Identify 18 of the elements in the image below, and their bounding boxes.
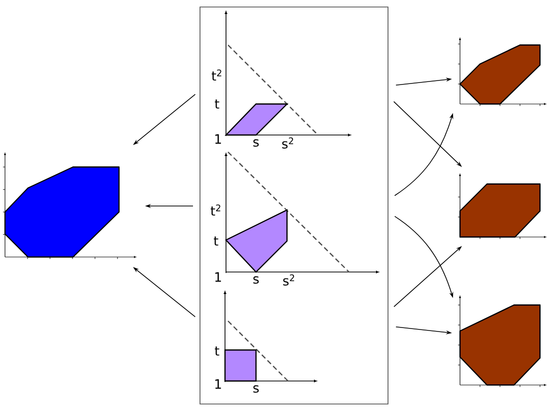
axis-label: 1 <box>215 134 221 144</box>
axis-label: 1 <box>215 379 221 389</box>
panel-frame <box>200 6 388 404</box>
axis-label: t <box>214 346 220 356</box>
axis-label: s$^{2}$ <box>282 137 294 149</box>
axis-label: 1 <box>215 272 221 282</box>
graph-drawing <box>2 152 136 260</box>
axis-label: s <box>253 276 259 284</box>
graph-drawing <box>458 296 546 388</box>
axis-label: t$^{2}$ <box>210 204 220 216</box>
axis-label: s <box>253 139 259 147</box>
axis-label: t <box>214 99 220 109</box>
axis-label: s <box>253 385 259 393</box>
axis-label: t$^{2}$ <box>212 69 222 81</box>
axis-label: t <box>214 236 218 246</box>
graph-drawing <box>458 174 546 240</box>
axis-label: s$^{2}$ <box>283 274 294 286</box>
graph-drawing <box>458 38 546 106</box>
